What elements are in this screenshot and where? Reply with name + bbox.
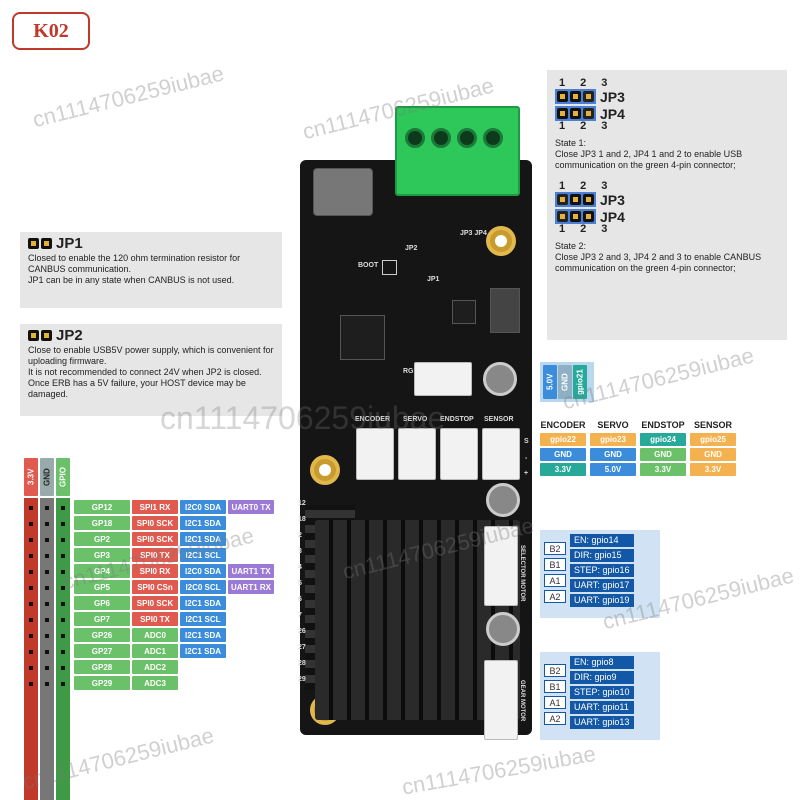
strip-pins — [24, 500, 70, 691]
gear-motor-silk: GEAR MOTOR — [519, 680, 525, 722]
inductor — [490, 288, 520, 333]
endstop-column: ENDSTOP gpio24 GND 3.3V — [640, 420, 686, 476]
endstop-connector — [440, 428, 478, 480]
header-gnd: GND — [40, 458, 54, 496]
sensor-connector — [482, 428, 520, 480]
jp3-label: JP3 — [600, 191, 625, 208]
jp3-header-icon — [555, 89, 596, 104]
encoder-silk: ENCODER — [355, 416, 391, 423]
mcu-chip — [340, 315, 385, 360]
pin-minus-label: - — [525, 455, 528, 462]
rgb-header-labels: 5.0V GND gpio21 — [540, 362, 594, 402]
watermark: cn1114706259iubae — [30, 60, 227, 133]
green-4pin-terminal — [395, 106, 520, 196]
gear-coil-labels: B2 B1 A1 A2 — [544, 664, 566, 736]
strip-gpio — [56, 498, 70, 800]
strip-gnd — [40, 498, 54, 800]
state2-jumper-diagram: JP3 JP4 — [555, 192, 779, 224]
mounting-hole — [310, 455, 340, 485]
jp4-label: JP4 — [600, 208, 625, 225]
servo-connector — [398, 428, 436, 480]
state1-text: State 1: Close JP3 1 and 2, JP4 1 and 2 … — [555, 138, 743, 170]
regulator-chip — [452, 300, 476, 324]
rgb-5v: 5.0V — [543, 365, 557, 399]
capacitor — [486, 483, 520, 517]
header-gpio: GPIO — [56, 458, 70, 496]
jp4-header-icon — [555, 106, 596, 121]
jumper-closed-icon — [28, 330, 52, 341]
encoder-column: ENCODER gpio22 GND 3.3V — [540, 420, 586, 476]
jp2-note: JP2 Close to enable USB5V power supply, … — [20, 324, 282, 416]
usb-c-port — [313, 168, 373, 216]
gear-pin-labels: EN: gpio8 DIR: gpio9 STEP: gpio10 UART: … — [570, 656, 634, 736]
rgb-connector — [414, 362, 472, 396]
boot-button[interactable] — [382, 260, 397, 275]
gear-motor-panel: B2 B1 A1 A2 EN: gpio8 DIR: gpio9 STEP: g… — [540, 652, 660, 740]
pin-plus-label: + — [524, 470, 529, 477]
power-strip-headers: 3.3V GND GPIO — [24, 458, 70, 496]
connector-pin-table: ENCODER gpio22 GND 3.3V SERVO gpio23 GND… — [540, 420, 742, 476]
watermark: cn1114706259iubae — [400, 740, 598, 800]
capacitor — [486, 612, 520, 646]
jp1-title: JP1 — [56, 235, 83, 252]
jp1-line: JP1 can be in any state when CANBUS is n… — [28, 275, 235, 285]
selector-coil-labels: B2 B1 A1 A2 — [544, 542, 566, 614]
selector-pin-labels: EN: gpio14 DIR: gpio15 STEP: gpio16 UART… — [570, 534, 634, 614]
endstop-silk: ENDSTOP — [440, 416, 474, 423]
jp2-line: It is not recommended to connect 24V whe… — [28, 367, 262, 399]
header-3v3: 3.3V — [24, 458, 38, 496]
state1-jumper-diagram: JP3 JP4 — [555, 89, 779, 121]
jp2-silk: JP2 — [405, 245, 418, 252]
watermark: cn1114706259iubae — [160, 400, 446, 436]
jp2-line: Close to enable USB5V power supply, whic… — [28, 345, 274, 366]
selector-motor-silk: SELECTOR MOTOR — [519, 545, 525, 602]
strip-3v3 — [24, 498, 38, 800]
pin-s-label: S — [524, 438, 529, 445]
jp2-title: JP2 — [56, 327, 83, 344]
model-badge: K02 — [12, 12, 90, 50]
jp3-label: JP3 — [600, 88, 625, 105]
gear-motor-connector — [484, 660, 518, 740]
encoder-connector — [356, 428, 394, 480]
sensor-silk: SENSOR — [484, 416, 514, 423]
rgb-silk: RGB — [403, 368, 419, 375]
header-number-column: 12 18 2 3 4 5 6 7 26 27 28 29 — [298, 500, 306, 683]
boot-label: BOOT — [358, 262, 379, 269]
sensor-column: SENSOR gpio25 GND 3.3V — [690, 420, 736, 476]
capacitor — [483, 362, 517, 396]
jp1-silk: JP1 — [427, 276, 440, 283]
servo-column: SERVO gpio23 GND 5.0V — [590, 420, 636, 476]
selector-motor-connector — [484, 526, 518, 606]
servo-silk: SERVO — [403, 416, 428, 423]
jp4-label: JP4 — [600, 105, 625, 122]
jp1-note: JP1 Closed to enable the 120 ohm termina… — [20, 232, 282, 308]
jp4-header-icon — [555, 209, 596, 224]
jumper-closed-icon — [28, 238, 52, 249]
jp34-silk: JP3 JP4 — [460, 230, 487, 237]
state2-text: State 2: Close JP3 2 and 3, JP4 2 and 3 … — [555, 241, 762, 273]
selector-motor-panel: B2 B1 A1 A2 EN: gpio14 DIR: gpio15 STEP:… — [540, 530, 660, 618]
mounting-hole — [486, 226, 516, 256]
jp3-header-icon — [555, 192, 596, 207]
jp1-line: Closed to enable the 120 ohm termination… — [28, 253, 241, 274]
